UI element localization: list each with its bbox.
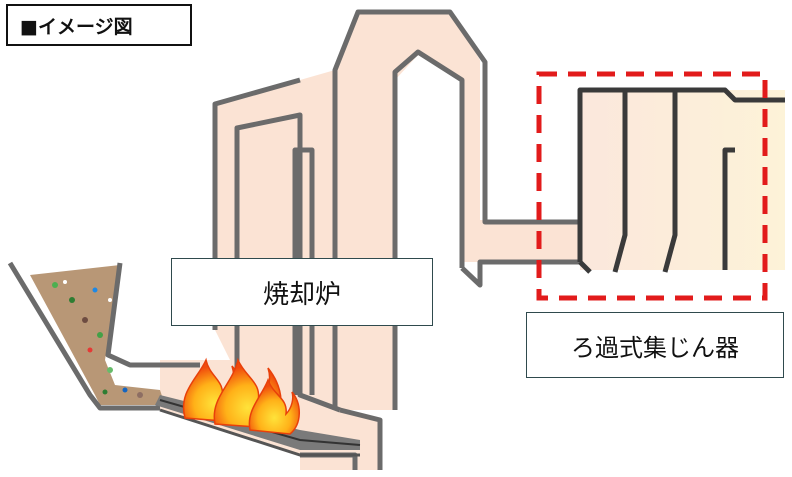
flame-icon (182, 357, 300, 435)
duct-arch (335, 10, 480, 410)
filter-outlet-wall (722, 147, 735, 270)
ash-outlet (339, 407, 383, 470)
filter-housing (580, 90, 785, 270)
uptake-inner (392, 49, 465, 410)
furnace-left-wall (212, 77, 301, 330)
filter-inlet-wall (577, 87, 785, 262)
duct-second-pass (300, 70, 335, 410)
grate-base (159, 408, 360, 457)
filter-bag-icon (662, 90, 678, 273)
uptake-outer (332, 9, 580, 410)
feed-hopper (7, 261, 200, 411)
title-badge: ■イメージ図 (6, 4, 192, 46)
bag-filter-label: ろ過式集じん器 (526, 312, 784, 378)
hopper-bottom (460, 259, 580, 288)
furnace-inner-wall (234, 112, 341, 413)
flame-right (248, 377, 300, 435)
waste-speckles (52, 280, 143, 398)
filter-highlight-frame (536, 71, 768, 301)
hopper-inner (105, 262, 200, 368)
bag-filter (577, 87, 785, 274)
duct-to-filter (480, 220, 580, 262)
incinerator-label: 焼却炉 (171, 258, 433, 326)
filter-hopper-left (578, 260, 592, 274)
hopper-outline (7, 261, 160, 411)
filter-bag-icon (612, 90, 628, 273)
